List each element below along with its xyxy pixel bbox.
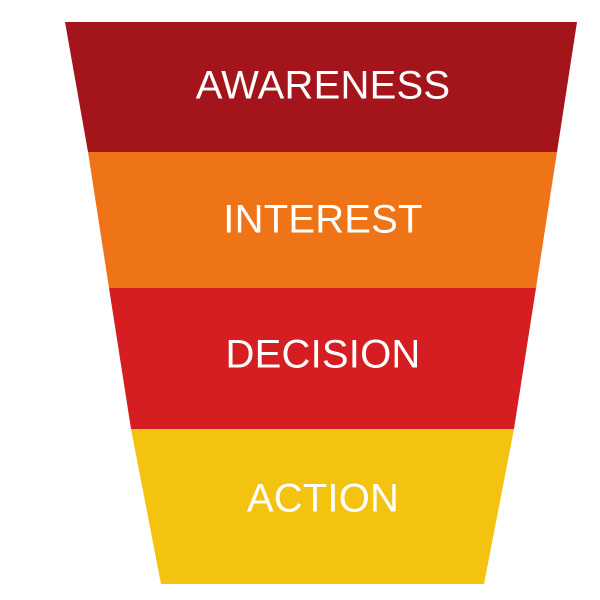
funnel-band-action [131,429,514,584]
funnel-stage-decision: DECISION [109,288,536,429]
funnel-band-decision [109,288,536,429]
funnel-label-decision: DECISION [226,333,421,377]
funnel-stage-awareness: AWARENESS [65,22,577,152]
funnel-stage-action: ACTION [131,429,514,584]
funnel-stage-interest: INTEREST [88,152,557,288]
funnel-label-action: ACTION [247,477,399,521]
funnel-label-interest: INTEREST [223,198,422,242]
funnel-band-awareness [65,22,577,152]
funnel-label-awareness: AWARENESS [196,64,450,108]
funnel-band-interest [88,152,557,288]
